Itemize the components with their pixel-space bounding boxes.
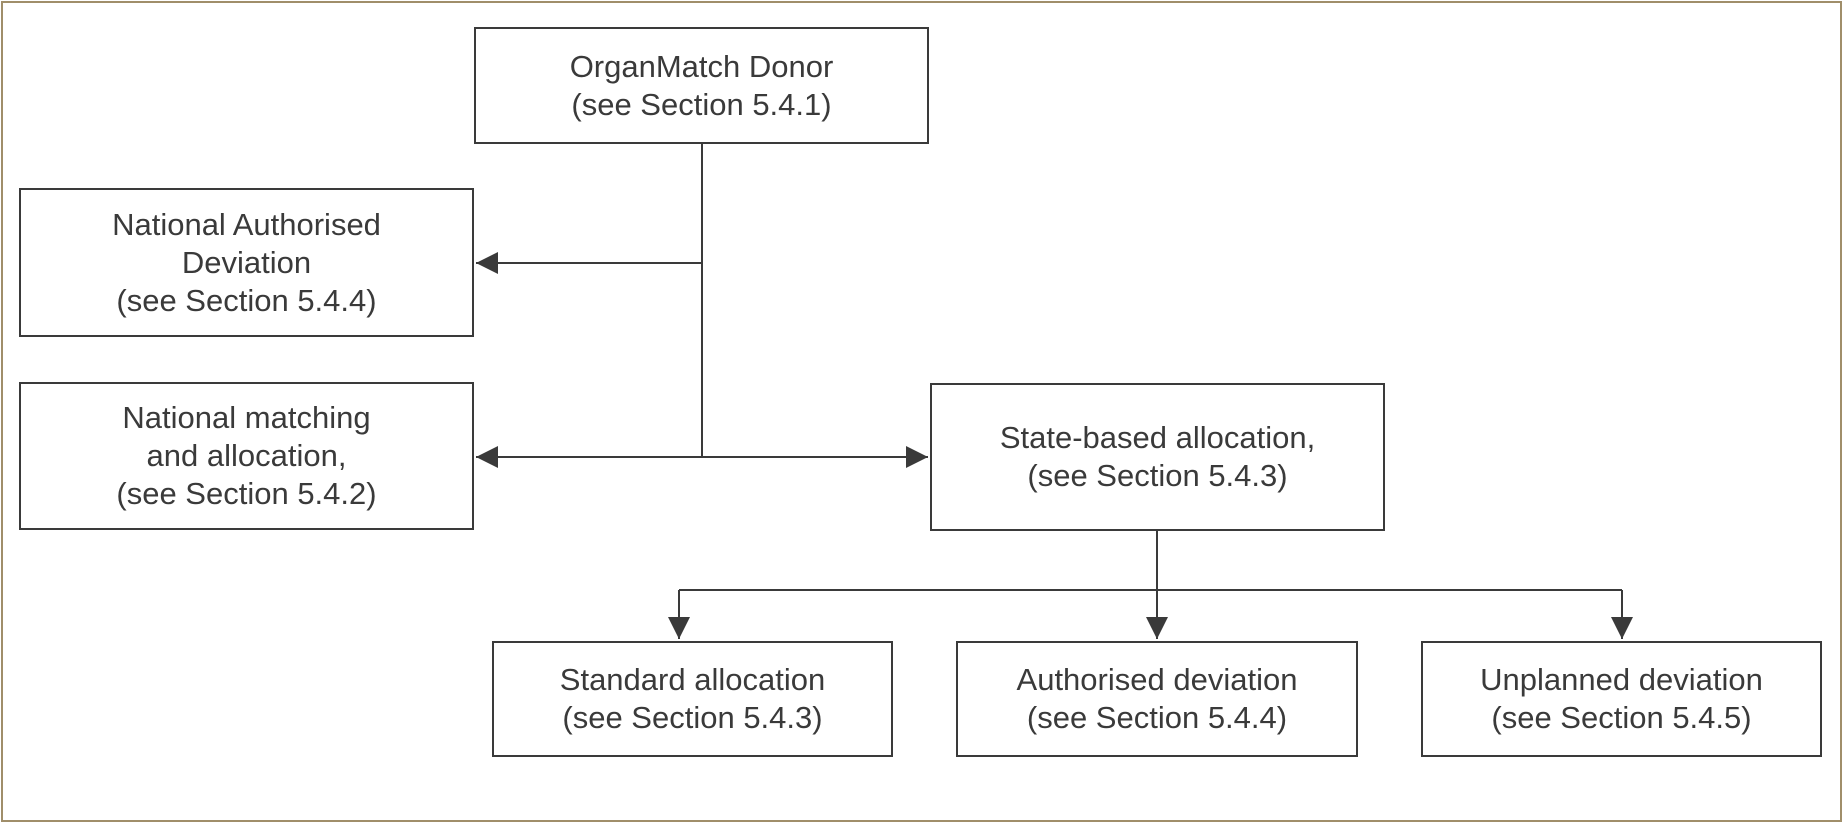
organmatch-donor-label: OrganMatch Donor (see Section 5.4.1) — [569, 48, 834, 122]
unplanned-deviation-label: Unplanned deviation (see Section 5.4.5) — [1480, 662, 1763, 735]
standard-allocation-label: Standard allocation (see Section 5.4.3) — [559, 662, 826, 735]
national-matching-box: National matching and allocation, (see S… — [19, 382, 474, 530]
unplanned-deviation-box: Unplanned deviation (see Section 5.4.5) — [1421, 641, 1822, 757]
organmatch-donor-box: OrganMatch Donor (see Section 5.4.1) — [474, 27, 929, 144]
state-based-allocation-label: State-based allocation, (see Section 5.4… — [999, 420, 1316, 493]
national-matching-label: National matching and allocation, (see S… — [116, 400, 377, 511]
standard-allocation-box: Standard allocation (see Section 5.4.3) — [492, 641, 893, 757]
authorised-deviation-box: Authorised deviation (see Section 5.4.4) — [956, 641, 1358, 757]
authorised-deviation-label: Authorised deviation (see Section 5.4.4) — [1016, 662, 1298, 735]
national-authorised-deviation-box: National Authorised Deviation (see Secti… — [19, 188, 474, 337]
state-based-allocation-box: State-based allocation, (see Section 5.4… — [930, 383, 1385, 531]
national-authorised-deviation-label: National Authorised Deviation (see Secti… — [112, 206, 381, 318]
